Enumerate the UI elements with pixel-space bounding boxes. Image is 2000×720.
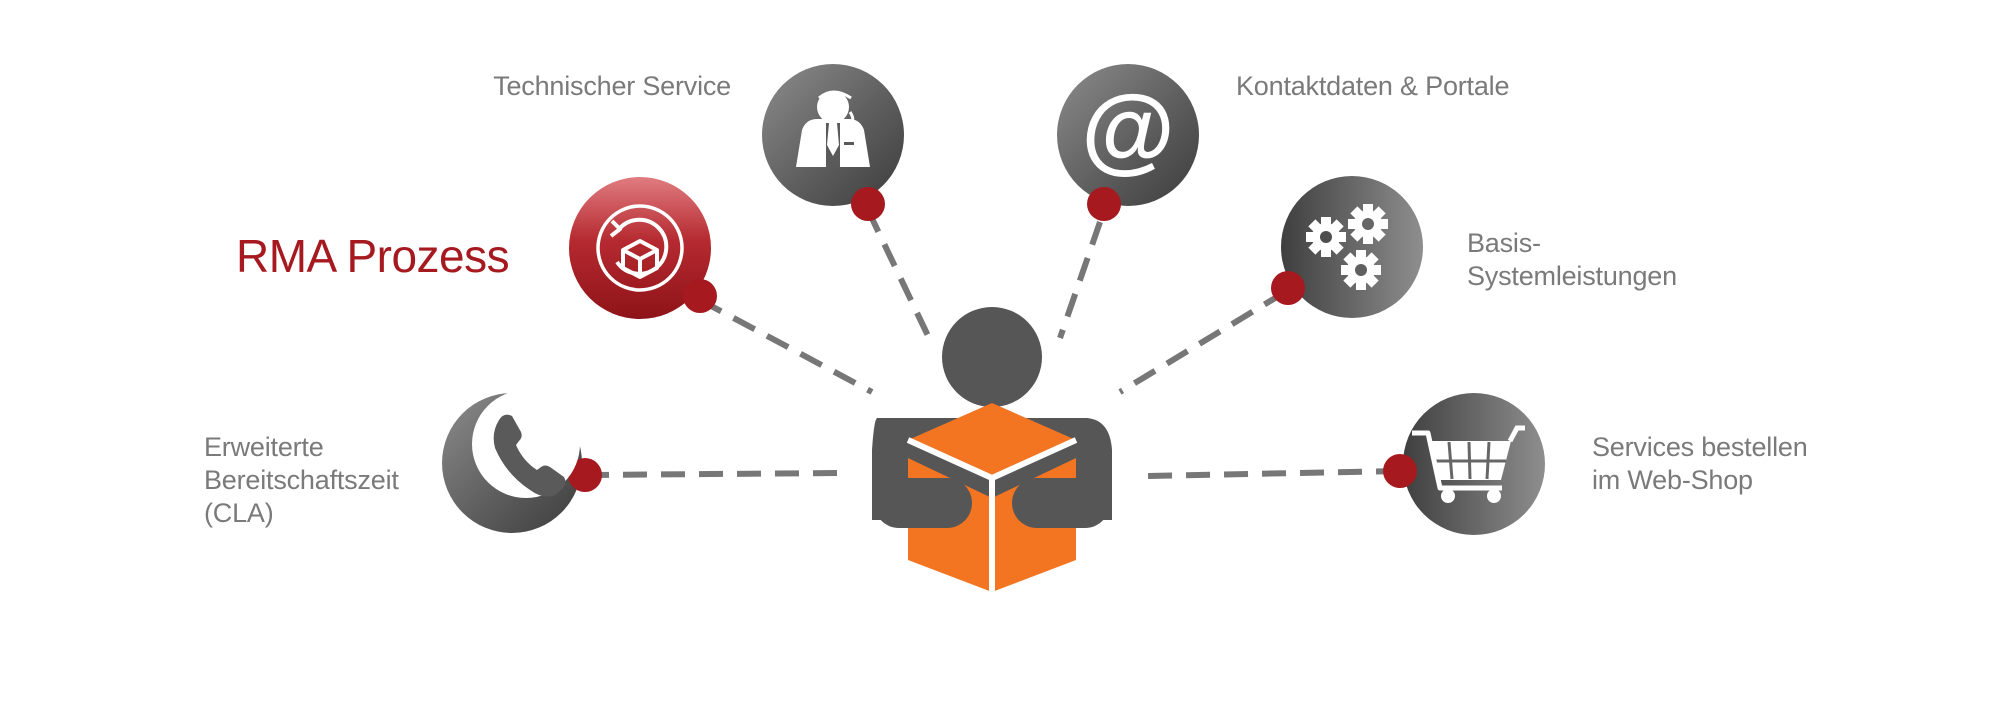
label-line: Technischer Service bbox=[493, 71, 731, 101]
service-node-webshop-services[interactable] bbox=[1383, 393, 1545, 535]
headset-agent-icon bbox=[796, 90, 870, 167]
shopping-cart-icon bbox=[1412, 425, 1525, 503]
connector-basic-system-services bbox=[1118, 289, 1287, 395]
connector-webshop-services bbox=[1145, 468, 1401, 479]
label-line: Bereitschaftszeit bbox=[204, 465, 399, 495]
label-contact-portals[interactable]: Kontaktdaten & Portale bbox=[1236, 70, 1509, 103]
phone-icon bbox=[472, 390, 580, 498]
service-node-extended-availability[interactable] bbox=[442, 390, 602, 533]
connector-technical-service bbox=[865, 208, 933, 342]
label-line: RMA Prozess bbox=[236, 230, 510, 282]
service-node-basic-system-services[interactable] bbox=[1271, 176, 1423, 318]
package-return-icon bbox=[596, 204, 684, 292]
label-line: Systemleistungen bbox=[1467, 261, 1677, 291]
at-sign-icon: @ bbox=[1081, 76, 1175, 183]
label-extended-availability[interactable]: Erweiterte Bereitschaftszeit (CLA) bbox=[204, 431, 399, 530]
label-line: Services bestellen bbox=[1592, 432, 1808, 462]
label-line: Erweiterte bbox=[204, 432, 324, 462]
service-node-contact-portals[interactable]: @ bbox=[1057, 64, 1199, 221]
person-with-package-icon bbox=[872, 307, 1112, 592]
label-basic-system-services[interactable]: Basis- Systemleistungen bbox=[1467, 227, 1677, 293]
connector-extended-availability bbox=[584, 470, 843, 478]
label-line: (CLA) bbox=[204, 498, 274, 528]
label-rma-process[interactable]: RMA Prozess bbox=[236, 230, 510, 282]
connector-rma-process bbox=[698, 297, 874, 395]
connector-lines bbox=[584, 208, 1401, 479]
label-line: im Web-Shop bbox=[1592, 465, 1753, 495]
label-line: Basis- bbox=[1467, 228, 1541, 258]
service-node-technical-service[interactable] bbox=[762, 64, 904, 221]
label-line: Kontaktdaten & Portale bbox=[1236, 71, 1510, 101]
label-webshop-services[interactable]: Services bestellen im Web-Shop bbox=[1592, 431, 1808, 497]
connector-contact-portals bbox=[1057, 221, 1103, 339]
service-node-rma-process[interactable] bbox=[569, 177, 717, 319]
label-technical-service[interactable]: Technischer Service bbox=[493, 70, 731, 103]
gears-icon bbox=[1306, 204, 1388, 290]
